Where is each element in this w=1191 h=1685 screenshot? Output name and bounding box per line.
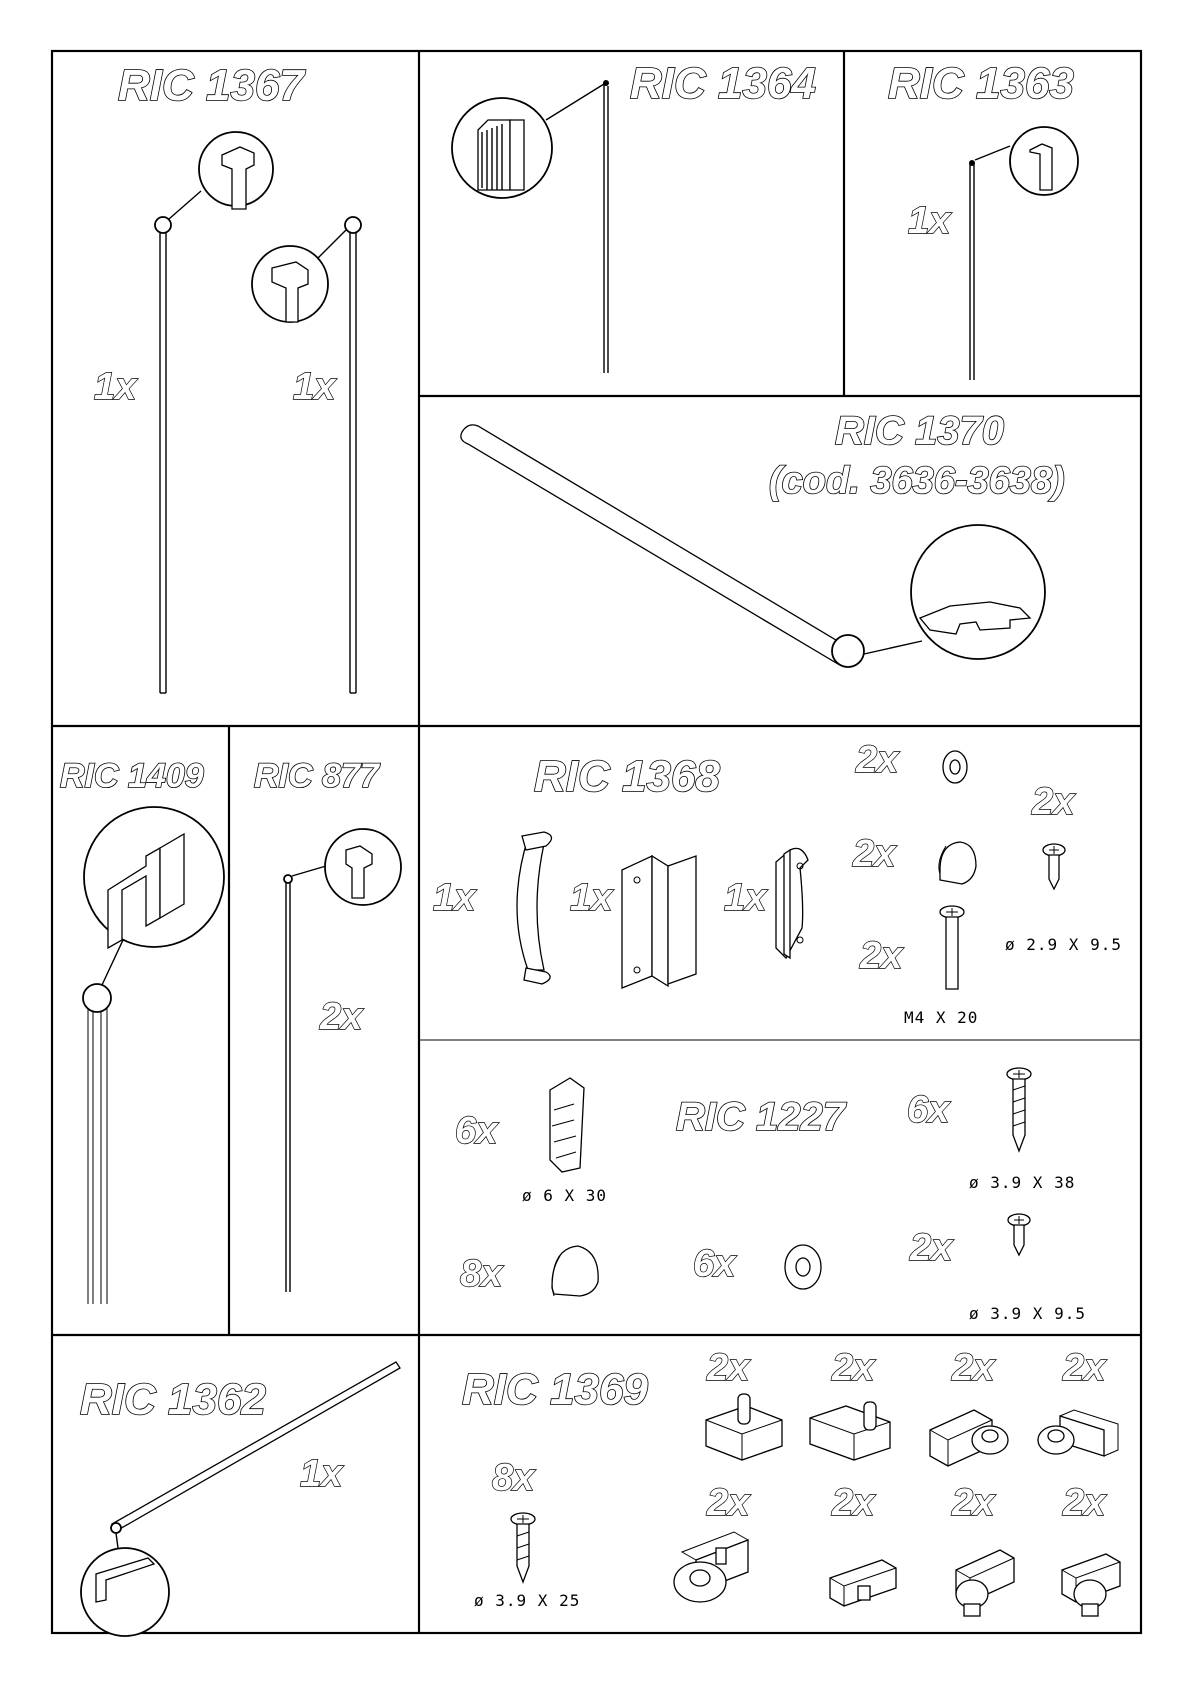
- dimension-label: ø 3.9 X 25: [474, 1591, 580, 1610]
- roller-bracket-icon: [810, 1402, 890, 1460]
- cover-cap-icon: [552, 1246, 598, 1296]
- quantity-label: 2x: [1031, 781, 1076, 823]
- quantity-label: 1x: [724, 877, 768, 919]
- bolt-icon: [940, 906, 964, 989]
- quantity-label: 1x: [94, 366, 138, 408]
- wheel-bracket-icon: [956, 1550, 1014, 1616]
- quantity-label: 2x: [706, 1347, 751, 1389]
- quantity-label: 2x: [909, 1227, 954, 1269]
- quantity-label: 8x: [492, 1457, 536, 1499]
- quantity-label: 6x: [907, 1089, 951, 1131]
- section-ric-877: RIC 877 2x: [254, 757, 401, 1292]
- profile-rod-right-icon: [252, 217, 361, 693]
- long-screw-icon: [1007, 1068, 1031, 1151]
- quantity-label: 2x: [1062, 1482, 1107, 1524]
- section-ric-1363: RIC 1363 1x: [888, 59, 1078, 380]
- dimension-label: ø 3.9 X 38: [969, 1173, 1075, 1192]
- washer-icon: [785, 1245, 821, 1289]
- mounting-plate-icon: [622, 856, 696, 988]
- part-code-ric-1364: RIC 1364: [630, 59, 816, 108]
- quantity-label: 6x: [455, 1110, 499, 1152]
- quantity-label: 2x: [951, 1347, 996, 1389]
- quantity-label: 6x: [693, 1243, 737, 1285]
- dimension-label: ø 6 X 30: [522, 1186, 607, 1205]
- part-code-ric-1367: RIC 1367: [118, 61, 306, 110]
- wheel-bracket-icon: [1038, 1410, 1118, 1456]
- dimension-label: ø 3.9 X 9.5: [969, 1304, 1086, 1323]
- part-code-ric-1227: RIC 1227: [676, 1095, 847, 1139]
- quantity-label: 1x: [300, 1453, 344, 1495]
- small-screw-icon: [1043, 844, 1065, 889]
- quantity-label: 2x: [831, 1347, 876, 1389]
- quantity-label: 8x: [460, 1253, 504, 1295]
- part-subcode-ric-1370: (cod. 3636-3638): [769, 460, 1065, 502]
- u-channel-profile-icon: [83, 807, 224, 1304]
- quantity-label: 2x: [319, 996, 364, 1038]
- part-code-ric-877: RIC 877: [254, 757, 381, 795]
- knob-grip-icon: [776, 848, 808, 958]
- washer-icon: [943, 751, 967, 783]
- section-ric-1367: RIC 1367 1x 1x: [94, 61, 361, 693]
- brush-seal-profile-icon: [452, 80, 609, 373]
- seal-profile-rod-icon: [284, 829, 401, 1292]
- quantity-label: 1x: [293, 366, 337, 408]
- part-code-ric-1368: RIC 1368: [534, 752, 720, 801]
- screw-icon: [511, 1513, 535, 1582]
- section-ric-1370: RIC 1370 (cod. 3636-3638): [461, 409, 1065, 667]
- part-code-ric-1370: RIC 1370: [835, 409, 1004, 453]
- part-code-ric-1369: RIC 1369: [462, 1365, 648, 1414]
- quantity-label: 2x: [1062, 1347, 1107, 1389]
- part-code-ric-1363: RIC 1363: [888, 59, 1074, 108]
- part-code-ric-1409: RIC 1409: [60, 757, 204, 795]
- dimension-label: M4 X 20: [904, 1008, 978, 1027]
- quantity-label: 1x: [908, 200, 952, 242]
- short-screw-icon: [1008, 1214, 1030, 1255]
- roller-bracket-icon: [706, 1394, 782, 1460]
- quantity-label: 2x: [951, 1482, 996, 1524]
- quantity-label: 2x: [855, 739, 900, 781]
- wheel-bracket-icon: [930, 1410, 1008, 1466]
- quantity-label: 2x: [852, 833, 897, 875]
- section-ric-1227: RIC 1227 6x ø 6 X 30 6x ø 3.9 X 38 8x 6x…: [455, 1068, 1086, 1323]
- section-ric-1362: RIC 1362 1x: [80, 1362, 400, 1636]
- profile-rod-left-icon: [155, 132, 273, 693]
- quantity-label: 1x: [433, 877, 477, 919]
- slider-bracket-icon: [830, 1560, 896, 1606]
- wall-plug-icon: [550, 1078, 584, 1172]
- door-handle-icon: [517, 832, 552, 984]
- section-ric-1409: RIC 1409: [60, 757, 224, 1304]
- wheel-bracket-icon: [1062, 1554, 1120, 1616]
- quantity-label: 2x: [859, 935, 904, 977]
- quantity-label: 2x: [831, 1482, 876, 1524]
- section-ric-1364: RIC 1364: [452, 59, 816, 373]
- section-ric-1368: RIC 1368 1x 1x 1x 2x 2x: [433, 739, 1122, 1027]
- part-code-ric-1362: RIC 1362: [80, 1375, 266, 1424]
- quantity-label: 2x: [706, 1482, 751, 1524]
- quantity-label: 1x: [570, 877, 614, 919]
- section-ric-1369: RIC 1369 8x ø 3.9 X 25 2x 2x 2x 2x 2x 2x…: [462, 1347, 1120, 1616]
- cover-cap-icon: [939, 842, 976, 884]
- seal-strip-profile-icon: [969, 127, 1078, 380]
- wheel-bracket-icon: [674, 1532, 748, 1602]
- dimension-label: ø 2.9 X 9.5: [1005, 935, 1122, 954]
